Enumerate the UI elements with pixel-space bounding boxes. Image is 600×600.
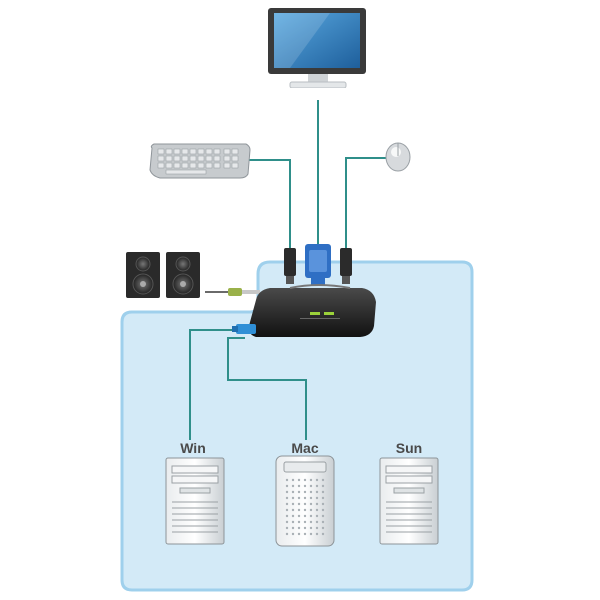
tower-pc-icon: [165, 457, 225, 545]
kvm-connectors: [228, 244, 352, 296]
mouse-cable: [345, 157, 386, 248]
usb-plug-icon: [232, 324, 256, 334]
win-cable: [189, 329, 240, 440]
computer-label-mac: Mac: [291, 440, 319, 456]
cables: [189, 100, 386, 440]
audio-jack-icon: [228, 288, 260, 296]
mac-tower-icon: [275, 455, 335, 547]
tower-pc-icon: [379, 457, 439, 545]
keyboard-icon: [149, 143, 251, 179]
ps2-keyboard-plug-icon: [284, 248, 296, 284]
computer-label-win: Win: [180, 440, 206, 456]
keyboard-cable: [248, 159, 291, 248]
mac-cable: [227, 337, 307, 440]
mouse-icon: [385, 142, 411, 172]
ps2-mouse-plug-icon: [340, 248, 352, 284]
computer-label-sun: Sun: [395, 440, 423, 456]
speakers-icon: [126, 252, 200, 298]
kvm-switch-icon: [232, 284, 376, 337]
monitor-icon: [268, 8, 366, 100]
vga-connector-icon: [305, 244, 331, 286]
